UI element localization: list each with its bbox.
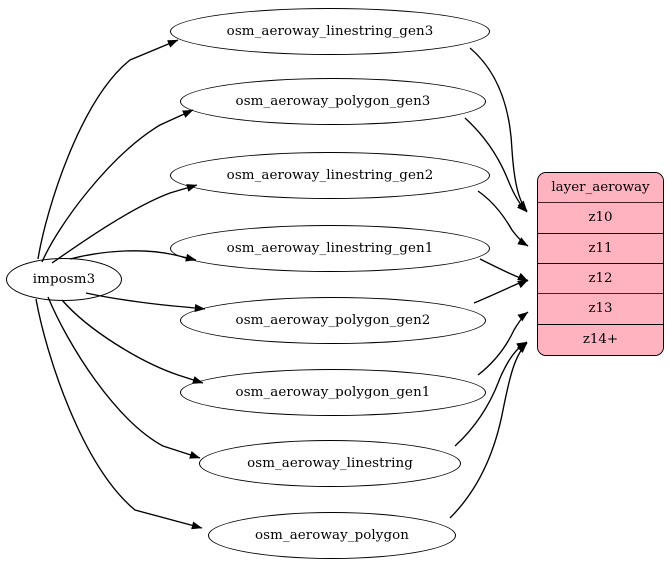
node-label: osm_aeroway_polygon_gen3 [235, 94, 431, 109]
node-osm-aeroway-linestring[interactable]: osm_aeroway_linestring [199, 440, 461, 487]
node-label: osm_aeroway_linestring_gen1 [226, 241, 434, 256]
node-imposm3[interactable]: imposm3 [6, 258, 122, 301]
edge-imposm3-to-linestring-gen3 [37, 39, 179, 260]
node-label: osm_aeroway_linestring_gen2 [226, 168, 434, 183]
node-osm-aeroway-polygon-gen2[interactable]: osm_aeroway_polygon_gen2 [180, 297, 486, 344]
node-osm-aeroway-linestring-gen2[interactable]: osm_aeroway_linestring_gen2 [170, 152, 490, 199]
table-row-z13[interactable]: z13 [538, 294, 663, 325]
edge-imposm3-to-linestring-gen2 [51, 184, 198, 264]
node-osm-aeroway-polygon[interactable]: osm_aeroway_polygon [208, 512, 456, 559]
edge-polygon-gen1-to-z13 [477, 311, 529, 376]
edge-polygon-gen3-to-z10 [464, 117, 528, 213]
edge-imposm3-to-polygon-gen1 [61, 299, 204, 384]
table-row-z10[interactable]: z10 [538, 203, 663, 234]
edge-imposm3-to-linestring [47, 296, 201, 459]
edge-imposm3-to-polygon [35, 298, 203, 530]
table-header-row: layer_aeroway [538, 173, 663, 204]
table-row-z12[interactable]: z12 [538, 263, 663, 295]
edge-polygon-to-z14 [449, 342, 528, 519]
table-row-z11[interactable]: z11 [538, 233, 663, 264]
node-label: osm_aeroway_polygon_gen2 [235, 313, 431, 328]
node-label: osm_aeroway_linestring_gen3 [226, 24, 434, 39]
edge-imposm3-to-polygon-gen2 [85, 292, 206, 312]
edge-linestring-gen3-to-z10 [469, 47, 528, 212]
node-label: osm_aeroway_polygon_gen1 [235, 385, 431, 400]
node-osm-aeroway-linestring-gen1[interactable]: osm_aeroway_linestring_gen1 [170, 225, 490, 272]
node-imposm3-label: imposm3 [32, 272, 96, 287]
edge-linestring-gen1-to-z12 [479, 258, 529, 282]
edge-imposm3-to-linestring-gen1 [69, 250, 197, 262]
edge-imposm3-to-polygon-gen3 [41, 109, 194, 263]
node-label: osm_aeroway_polygon [254, 528, 410, 543]
node-layer-aeroway[interactable]: layer_aeroway z10 z11 z12 z13 z14+ [537, 172, 664, 356]
edges-to-layer-aeroway [449, 47, 529, 519]
node-osm-aeroway-polygon-gen3[interactable]: osm_aeroway_polygon_gen3 [180, 78, 486, 125]
node-osm-aeroway-polygon-gen1[interactable]: osm_aeroway_polygon_gen1 [180, 369, 486, 416]
edge-linestring-to-z14 [454, 341, 528, 447]
table-row-z14-plus[interactable]: z14+ [538, 324, 663, 355]
edge-polygon-gen2-to-z12 [473, 279, 529, 304]
node-label: osm_aeroway_linestring [247, 456, 413, 471]
edges-from-imposm3 [35, 39, 206, 530]
edge-linestring-gen2-to-z11 [477, 190, 529, 247]
node-osm-aeroway-linestring-gen3[interactable]: osm_aeroway_linestring_gen3 [170, 8, 490, 55]
